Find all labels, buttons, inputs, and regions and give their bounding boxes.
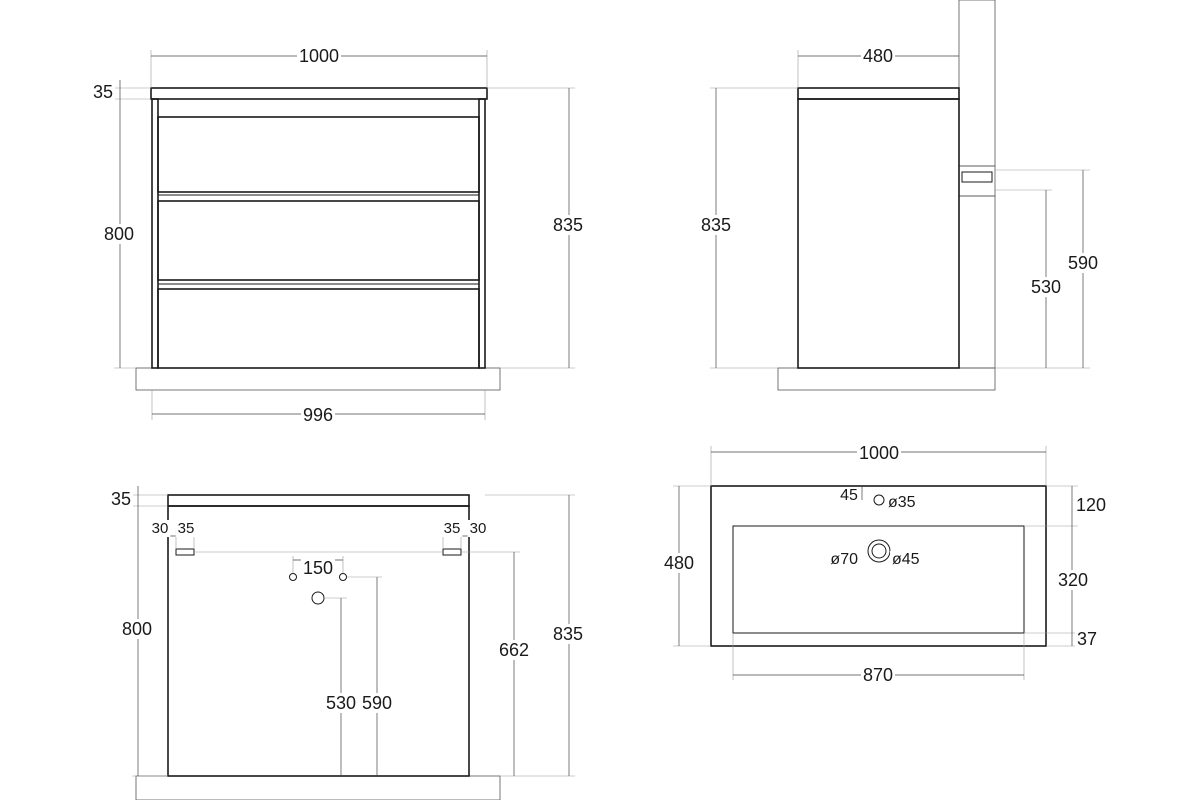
back-bracket-height-label: 662	[499, 640, 529, 660]
front-drawer-1	[157, 116, 480, 193]
back-body-height-label: 800	[122, 619, 152, 639]
side-depth-label: 480	[863, 46, 893, 66]
front-width-bottom-label: 996	[303, 405, 333, 425]
side-drain-height-label: 530	[1031, 277, 1061, 297]
top-view: 1000 480 45 ø35 ø70 ø45 120 320 37 870	[661, 443, 1109, 685]
side-cabinet-body	[797, 98, 960, 369]
top-drain-outer-label: ø70	[830, 551, 858, 568]
side-wall-hatch-upper	[958, 0, 996, 167]
back-countertop	[167, 494, 470, 507]
back-drain-hole	[311, 591, 325, 605]
back-right-bracket	[442, 548, 462, 556]
front-body-height-label: 800	[104, 224, 134, 244]
back-left-edge-offset-label: 30	[152, 520, 169, 537]
back-drain-height-label: 530	[326, 693, 356, 713]
side-view: 480 835 590 530	[698, 0, 1101, 391]
top-drain-inner	[871, 543, 887, 559]
front-right-leg	[478, 98, 486, 369]
side-wall-pipe	[958, 165, 996, 197]
top-tap-offset-label: 45	[840, 487, 858, 504]
back-right-edge-offset-label: 30	[470, 520, 487, 537]
back-top-thickness-label: 35	[111, 489, 131, 509]
top-drain-outer	[867, 539, 891, 563]
top-bowl-width-label: 870	[863, 665, 893, 685]
front-top-thickness-label: 35	[93, 82, 113, 102]
side-wall-hatch-lower	[958, 195, 996, 369]
top-tap-hole	[873, 494, 885, 506]
top-bowl-depth-label: 320	[1058, 570, 1088, 590]
back-cabinet-body	[167, 505, 470, 777]
front-view: 1000 35 800 835 996	[90, 46, 586, 425]
front-total-height-label: 835	[553, 215, 583, 235]
top-countertop-outline	[710, 485, 1047, 647]
front-drawer-2	[157, 200, 480, 281]
top-bowl-outline	[732, 525, 1025, 634]
back-left-bracket-width-label: 35	[178, 520, 195, 537]
back-supply-height-label: 590	[362, 693, 392, 713]
front-countertop	[150, 87, 488, 100]
top-depth-label: 480	[664, 553, 694, 573]
side-supply-height-label: 590	[1068, 253, 1098, 273]
top-rear-margin-label: 120	[1076, 495, 1106, 515]
top-tap-hole-label: ø35	[888, 494, 916, 511]
back-view: 35 30 35 35 30 150 800 835 662 530	[108, 486, 586, 800]
back-supply-hole-left	[289, 573, 297, 581]
side-floor-hatch	[777, 367, 996, 391]
back-total-height-label: 835	[553, 624, 583, 644]
front-drawer-3	[157, 288, 480, 369]
back-floor-hatch	[135, 775, 501, 800]
back-supply-hole-right	[339, 573, 347, 581]
top-drain-inner-label: ø45	[892, 551, 920, 568]
front-left-leg	[151, 98, 159, 369]
back-left-bracket	[175, 548, 195, 556]
top-front-margin-label: 37	[1077, 629, 1097, 649]
side-total-height-label: 835	[701, 215, 731, 235]
front-width-top-label: 1000	[299, 46, 339, 66]
top-width-label: 1000	[859, 443, 899, 463]
front-floor-hatch	[135, 367, 501, 391]
side-countertop	[797, 87, 960, 100]
back-supply-spacing-label: 150	[303, 558, 333, 578]
back-right-bracket-width-label: 35	[444, 520, 461, 537]
